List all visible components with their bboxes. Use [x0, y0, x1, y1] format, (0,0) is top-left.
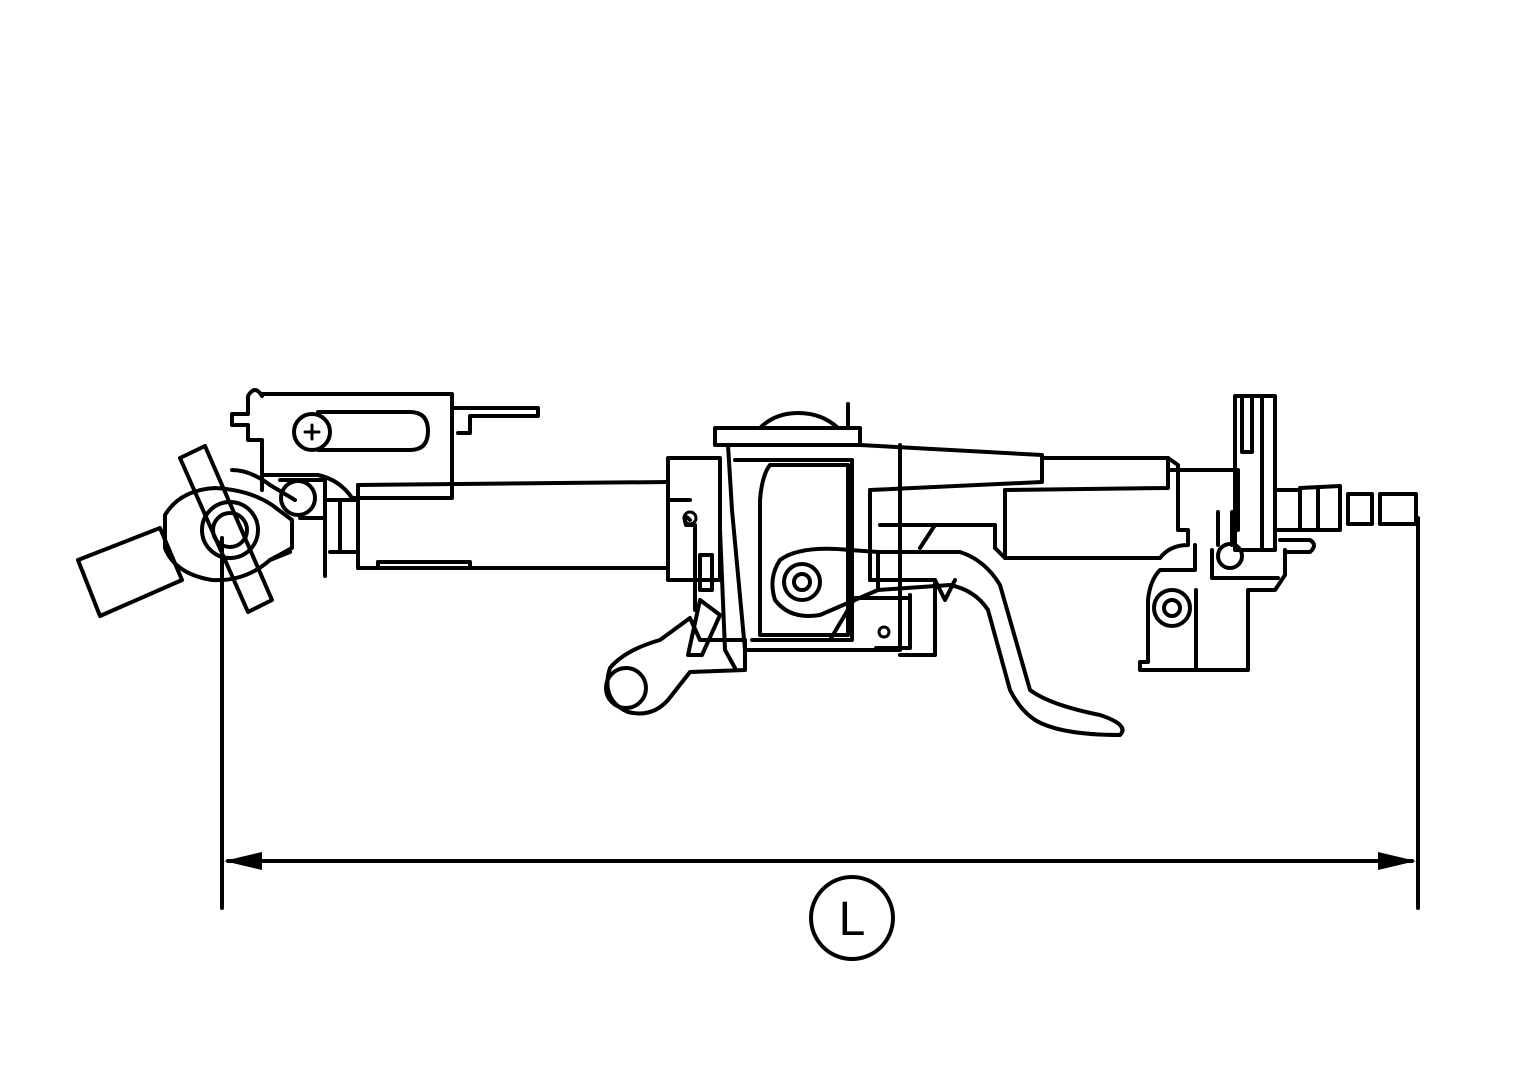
- steering-column-assembly: [76, 388, 1418, 737]
- arrowhead-left: [224, 852, 262, 870]
- universal-joint: [76, 444, 297, 618]
- dimension-line: [220, 516, 1420, 910]
- upper-bracket: [1138, 394, 1316, 672]
- dimension-label: L: [839, 893, 866, 946]
- release-lever: [876, 550, 1125, 737]
- pivot-plate: [770, 546, 880, 618]
- column-tube: [356, 480, 670, 570]
- dimension-label-badge: L: [809, 875, 895, 961]
- arrowhead-right: [1378, 852, 1416, 870]
- tilt-lever: [604, 510, 747, 716]
- upper-column: [993, 456, 1240, 560]
- shaft-end: [1276, 484, 1418, 532]
- lower-bracket: [230, 388, 540, 578]
